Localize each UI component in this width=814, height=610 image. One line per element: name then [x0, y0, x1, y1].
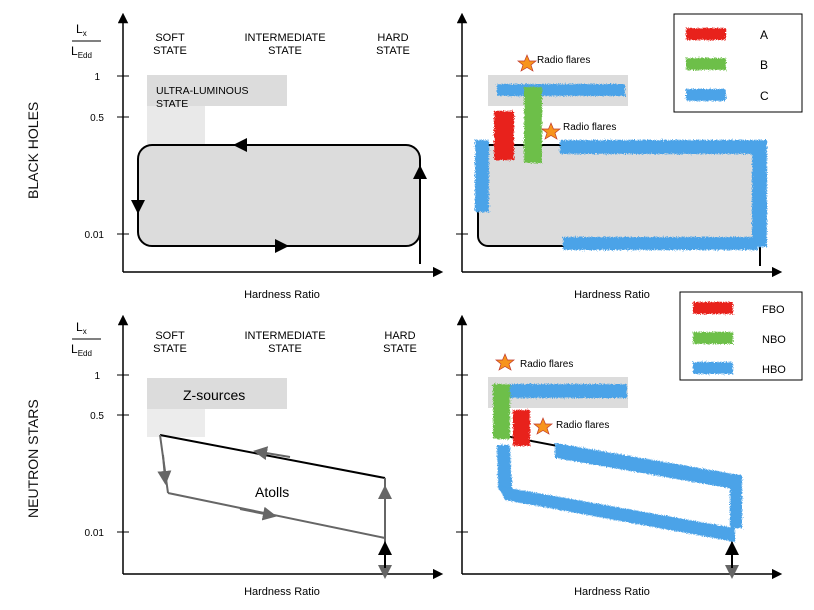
- hard-state-label-1: HARD: [384, 330, 415, 342]
- tick-label-0-5: 0.5: [90, 411, 104, 422]
- radio-flares-label: Radio flares: [520, 359, 573, 370]
- panel-bh-tracks: Radio flares Radio flares A B C Hardness…: [456, 12, 803, 301]
- radio-flares-label: Radio flares: [563, 122, 616, 133]
- ultra-luminous-label-2: STATE: [156, 98, 188, 110]
- legend: A B C: [673, 13, 803, 113]
- tick-label-0-01: 0.01: [85, 230, 105, 241]
- intermediate-state-label-1: INTERMEDIATE: [244, 330, 325, 342]
- soft-state-label-1: SOFT: [155, 330, 185, 342]
- intermediate-state-label-2: STATE: [268, 343, 302, 355]
- svg-text:Lx: Lx: [76, 22, 87, 38]
- legend-label-a: A: [760, 28, 768, 42]
- legend-label-b: B: [760, 58, 768, 72]
- x-axis-label: Hardness Ratio: [244, 289, 320, 301]
- legend-label-hbo: HBO: [762, 364, 786, 376]
- radio-flares-label: Radio flares: [537, 55, 590, 66]
- track-fbo: [513, 410, 530, 446]
- panel-bh-schematic: 1 0.5 0.01 Lx LEdd SOFT STATE INTERMEDIA…: [71, 12, 444, 301]
- track-b: [524, 87, 542, 163]
- x-axis-label: Hardness Ratio: [244, 586, 320, 598]
- legend-label-nbo: NBO: [762, 334, 786, 346]
- hard-state-label-1: HARD: [377, 32, 408, 44]
- z-sources-region: [147, 378, 287, 409]
- intermediate-state-label-2: STATE: [268, 45, 302, 57]
- legend: FBO NBO HBO: [679, 291, 803, 381]
- soft-state-label-1: SOFT: [155, 32, 185, 44]
- legend-label-c: C: [760, 89, 769, 103]
- intermediate-state-label-1: INTERMEDIATE: [244, 32, 325, 44]
- legend-swatch-fbo: [693, 302, 733, 314]
- row-label-black-holes: BLACK HOLES: [25, 101, 41, 199]
- ultra-luminous-label-1: ULTRA-LUMINOUS: [156, 85, 249, 97]
- svg-text:Lx: Lx: [76, 320, 87, 336]
- tick-label-0-5: 0.5: [90, 113, 104, 124]
- tick-label-0-01: 0.01: [85, 528, 105, 539]
- legend-swatch-nbo: [693, 332, 733, 344]
- radio-flares-label: Radio flares: [556, 420, 609, 431]
- svg-text:LEdd: LEdd: [71, 44, 92, 60]
- hysteresis-loop: [477, 144, 761, 247]
- x-axis-label: Hardness Ratio: [574, 586, 650, 598]
- soft-state-label-2: STATE: [153, 343, 187, 355]
- legend-swatch-c: [686, 89, 726, 101]
- row-label-neutron-stars: NEUTRON STARS: [25, 399, 41, 518]
- atoll-track-top: [159, 434, 386, 479]
- track-nbo: [493, 384, 510, 439]
- hard-state-label-2: STATE: [383, 343, 417, 355]
- legend-swatch-b: [686, 58, 726, 70]
- soft-state-label-2: STATE: [153, 45, 187, 57]
- legend-swatch-a: [686, 28, 726, 40]
- atolls-label: Atolls: [255, 484, 289, 500]
- star-icon: [495, 353, 515, 371]
- tick-label-1: 1: [94, 371, 100, 382]
- y-axis-label: Lx LEdd: [71, 22, 101, 60]
- z-sources-label: Z-sources: [183, 387, 245, 403]
- track-a: [494, 111, 514, 160]
- panel-ns-tracks: Radio flares Radio flares FBO NBO HBO Ha…: [456, 291, 803, 598]
- star-icon: [517, 54, 537, 72]
- panel-ns-schematic: 1 0.5 0.01 Lx LEdd SOFT STATE INTERMEDIA…: [71, 314, 444, 598]
- hysteresis-loop: [137, 144, 421, 247]
- tick-label-1: 1: [94, 72, 100, 83]
- y-axis-label: Lx LEdd: [71, 320, 101, 358]
- hard-state-label-2: STATE: [376, 45, 410, 57]
- ultra-luminous-region: [147, 75, 287, 106]
- track-hbo: [493, 384, 742, 542]
- star-icon: [541, 122, 561, 140]
- legend-label-fbo: FBO: [762, 304, 785, 316]
- legend-swatch-hbo: [693, 362, 733, 374]
- star-icon: [533, 417, 553, 435]
- svg-text:LEdd: LEdd: [71, 342, 92, 358]
- x-axis-label: Hardness Ratio: [574, 289, 650, 301]
